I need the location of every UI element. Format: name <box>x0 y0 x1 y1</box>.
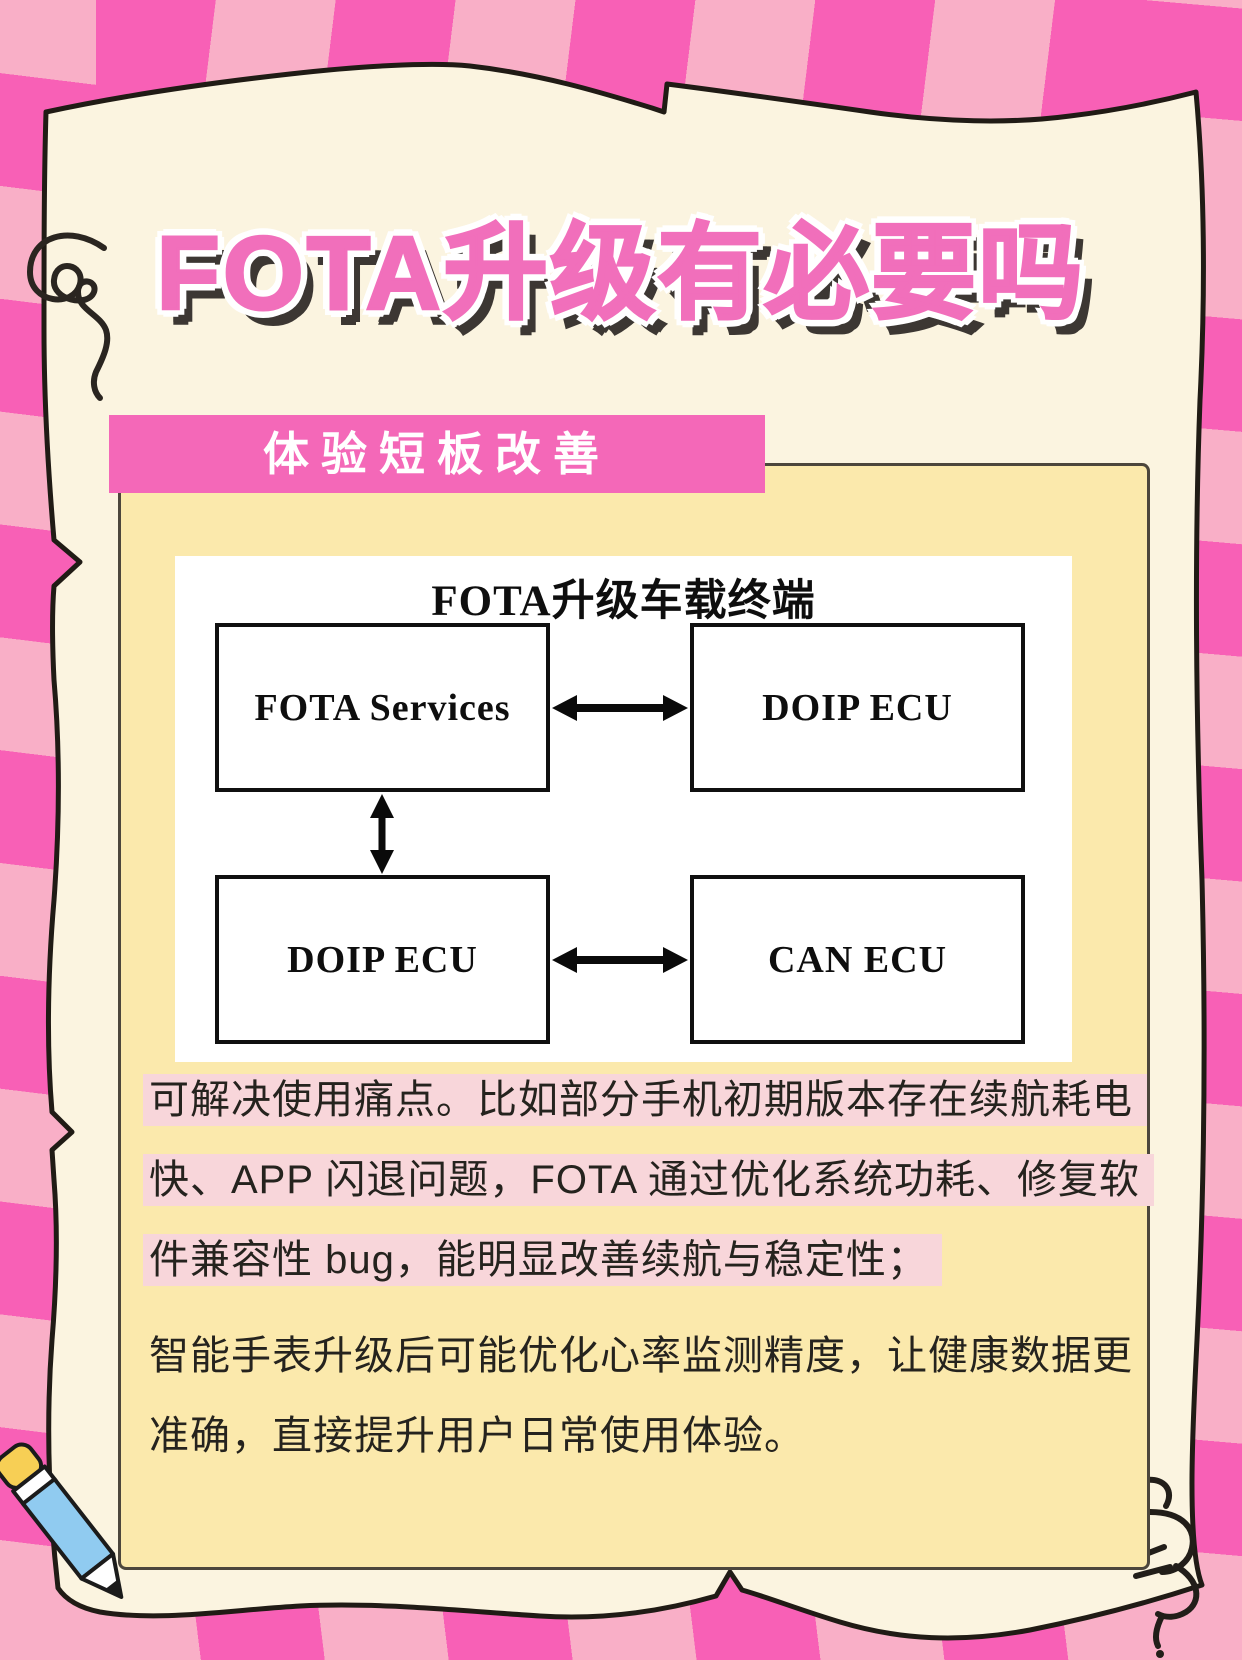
diagram-heading: FOTA升级车载终端 <box>431 578 816 625</box>
section-banner: 体验短板改善 <box>109 415 765 493</box>
diagram-box-doip-ecu-bottom: DOIP ECU <box>215 875 550 1044</box>
diagram-box-doip-ecu-top: DOIP ECU <box>690 623 1025 792</box>
diagram-box-label: DOIP ECU <box>762 686 953 729</box>
diagram-box-can-ecu: CAN ECU <box>690 875 1025 1044</box>
diagram-box-label: FOTA Services <box>254 686 511 729</box>
pencil-doodle <box>0 1442 124 1599</box>
text-line: 准确，直接提升用户日常使用体验。 <box>149 1414 805 1458</box>
text-line: 智能手表升级后可能优化心率监测精度，让健康数据更 <box>149 1334 1133 1378</box>
paragraph-highlighted: 可解决使用痛点。比如部分手机初期版本存在续航耗电 快、APP 闪退问题，FOTA… <box>143 1074 1155 1314</box>
fota-architecture-diagram: FOTA升级车载终端 FOTA Services DOIP ECU DOIP E… <box>175 556 1072 1062</box>
diagram-box-fota-services: FOTA Services <box>215 623 550 792</box>
diagram-box-label: DOIP ECU <box>287 938 478 981</box>
text-line: 快、APP 闪退问题，FOTA 通过优化系统功耗、修复软 <box>143 1154 1155 1206</box>
text-line: 可解决使用痛点。比如部分手机初期版本存在续航耗电 <box>143 1074 1147 1126</box>
squiggle-doodle <box>26 232 111 401</box>
paragraph-plain: 智能手表升级后可能优化心率监测精度，让健康数据更 准确，直接提升用户日常使用体验… <box>143 1330 1133 1490</box>
diagram-arrows <box>370 695 688 973</box>
text-line: 件兼容性 bug，能明显改善续航与稳定性； <box>143 1234 942 1286</box>
diagram-box-label: CAN ECU <box>767 938 948 981</box>
page-title: FOTA升级有必要吗 <box>155 215 1086 334</box>
